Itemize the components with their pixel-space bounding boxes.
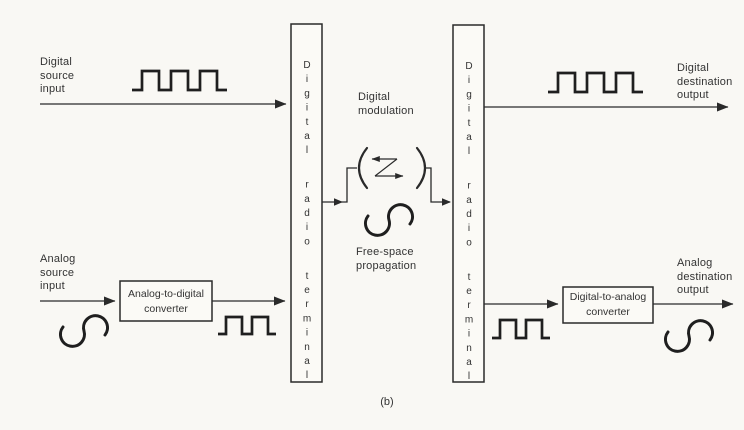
sine-wave-icon-analog-input: [59, 314, 109, 348]
square-wave-icon-digital-output: [548, 71, 643, 94]
digital-destination-output-label: Digital destination output: [677, 62, 733, 101]
free-space-propagation-label: Free-space propagation: [356, 246, 417, 272]
square-wave-icon-digital-input: [132, 69, 227, 92]
dac-box: [562, 286, 654, 324]
digital-modulation-label: Digital modulation: [358, 91, 414, 117]
figure-caption: (b): [380, 396, 394, 408]
adc-box-label: Analog-to-digital converter: [128, 288, 204, 315]
left-antenna-feed-line: [322, 167, 357, 203]
digital-source-input-label: Digital source input: [40, 56, 75, 95]
analog-destination-output-label: Analog destination output: [677, 257, 733, 296]
right-antenna-feed-line: [424, 167, 450, 203]
square-wave-icon-after-adc: [218, 315, 276, 336]
zigzag-arrows-icon: [371, 156, 404, 179]
antenna-dish-icon-right: [415, 146, 427, 190]
sine-wave-icon-modulated-carrier: [364, 203, 414, 237]
right-feed-arrowhead: [442, 198, 451, 206]
dac-box-label: Digital-to-analog converter: [569, 291, 647, 318]
left-feed-arrowhead: [334, 198, 343, 206]
sine-wave-icon-analog-output: [664, 319, 714, 353]
adc-box: [119, 280, 213, 322]
antenna-dish-icon-left: [357, 146, 369, 190]
left-terminal-label: Digital radio terminal: [301, 60, 313, 385]
analog-source-input-label: Analog source input: [40, 253, 76, 292]
right-terminal-box: [452, 24, 485, 383]
square-wave-icon-before-dac: [492, 318, 550, 340]
left-terminal-box: [290, 23, 323, 383]
right-terminal-label: Digital radio terminal: [463, 61, 475, 386]
